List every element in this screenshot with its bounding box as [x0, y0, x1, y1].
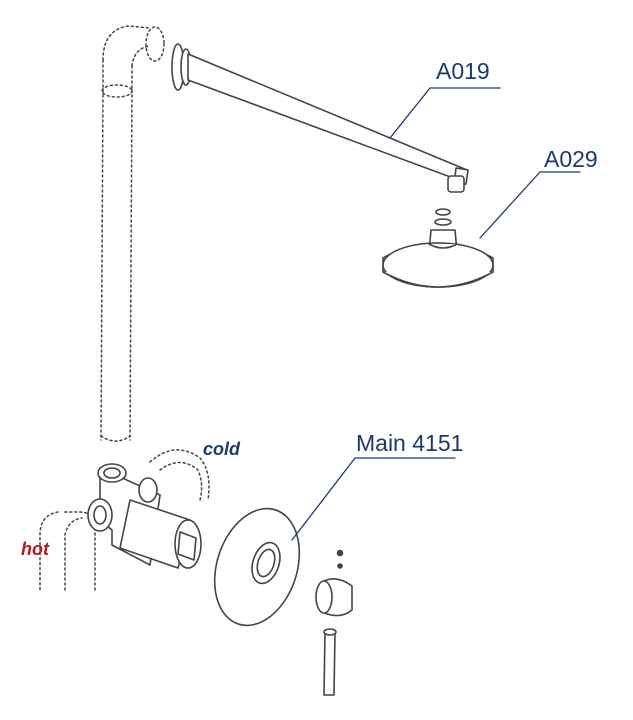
- handle-parts: [315, 549, 353, 696]
- shower-head: [382, 208, 494, 288]
- mixer-label: Main 4151: [356, 430, 464, 456]
- head-label: A029: [544, 146, 598, 172]
- cover-plate: [213, 507, 301, 627]
- wall-pipe: [100, 25, 165, 442]
- cold-label: cold: [203, 439, 241, 459]
- shower-arm: [171, 43, 469, 193]
- mixer-valve: [87, 463, 202, 569]
- arm-label: A019: [436, 58, 490, 84]
- hot-label: hot: [21, 539, 49, 559]
- leader-lines: [291, 87, 581, 541]
